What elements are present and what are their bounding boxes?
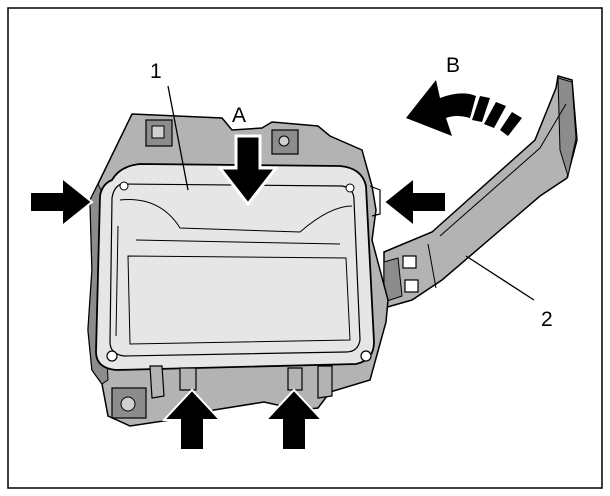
label-part-1: 1 — [150, 60, 162, 83]
leader-line-2 — [465, 255, 535, 301]
leader-line-1 — [167, 85, 189, 191]
bottom-clips — [149, 365, 333, 399]
arrow-b-curved — [406, 80, 522, 136]
label-arrow-a: A — [232, 104, 246, 127]
bracket-arm — [383, 75, 578, 309]
bracket-slot-lower — [404, 279, 419, 293]
arrow-left-side — [29, 175, 94, 229]
module-screw-top-right — [345, 183, 355, 193]
label-arrow-b: B — [446, 54, 460, 77]
arrow-bottom-right — [263, 388, 325, 451]
arrow-a-down — [216, 134, 280, 207]
module-screw-bottom-right — [360, 350, 372, 362]
label-part-2: 2 — [541, 308, 553, 331]
arrow-bottom-left — [161, 388, 223, 451]
module-screw-bottom-left — [106, 350, 118, 362]
control-module — [95, 163, 375, 371]
module-screw-top-left — [119, 181, 129, 191]
bracket-slot-upper — [402, 255, 417, 269]
arrow-right-side — [382, 175, 447, 229]
